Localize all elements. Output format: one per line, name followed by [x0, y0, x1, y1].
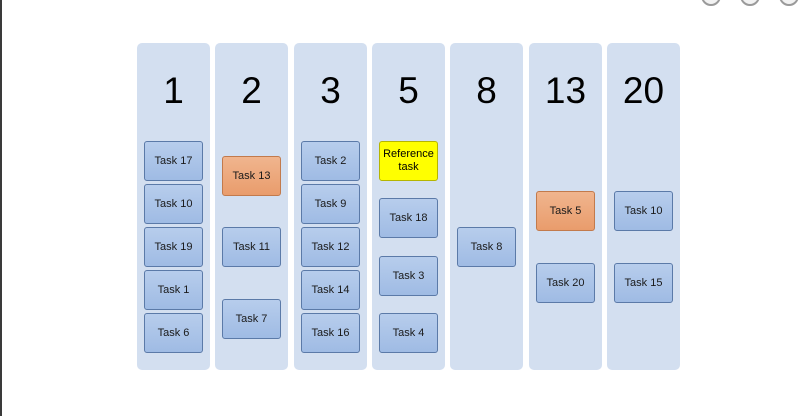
task-card[interactable]: Task 10 [614, 191, 673, 231]
column-title: 20 [622, 70, 665, 111]
task-card[interactable]: Task 19 [144, 227, 203, 267]
reference-task-card[interactable]: Reference task [379, 141, 438, 181]
column-1: 1 Task 17 Task 10 Task 19 Task 1 Task 6 [137, 43, 210, 370]
task-card[interactable]: Task 12 [301, 227, 360, 267]
task-card[interactable]: Task 3 [379, 256, 438, 296]
task-card[interactable]: Task 11 [222, 227, 281, 267]
column-8: 8 Task 8 [450, 43, 523, 370]
task-card[interactable]: Task 15 [614, 263, 673, 303]
task-card[interactable]: Task 7 [222, 299, 281, 339]
left-edge-line [0, 0, 2, 416]
column-13: 13 Task 5 Task 20 [529, 43, 602, 370]
task-card[interactable]: Task 6 [144, 313, 203, 353]
task-card[interactable]: Task 13 [222, 156, 281, 196]
task-card[interactable]: Task 14 [301, 270, 360, 310]
column-5: 5 Reference task Task 18 Task 3 Task 4 [372, 43, 445, 370]
column-title: 1 [163, 70, 184, 111]
window-circle-icon [701, 0, 721, 6]
task-card[interactable]: Task 17 [144, 141, 203, 181]
task-card[interactable]: Task 16 [301, 313, 360, 353]
column-3: 3 Task 2 Task 9 Task 12 Task 14 Task 16 [294, 43, 367, 370]
window-circle-icon [740, 0, 760, 6]
task-card[interactable]: Task 18 [379, 198, 438, 238]
task-card[interactable]: Task 8 [457, 227, 516, 267]
column-20: 20 Task 10 Task 15 [607, 43, 680, 370]
column-title: 5 [398, 70, 419, 111]
task-card[interactable]: Task 10 [144, 184, 203, 224]
column-title: 8 [476, 70, 497, 111]
task-card[interactable]: Task 2 [301, 141, 360, 181]
estimation-board: 1 Task 17 Task 10 Task 19 Task 1 Task 6 … [137, 43, 682, 370]
task-card[interactable]: Task 20 [536, 263, 595, 303]
column-2: 2 Task 13 Task 11 Task 7 [215, 43, 288, 370]
task-card[interactable]: Task 4 [379, 313, 438, 353]
column-title: 2 [241, 70, 262, 111]
task-card[interactable]: Task 9 [301, 184, 360, 224]
window-circle-icon [779, 0, 799, 6]
column-title: 13 [544, 70, 587, 111]
task-card[interactable]: Task 5 [536, 191, 595, 231]
column-title: 3 [320, 70, 341, 111]
task-card[interactable]: Task 1 [144, 270, 203, 310]
